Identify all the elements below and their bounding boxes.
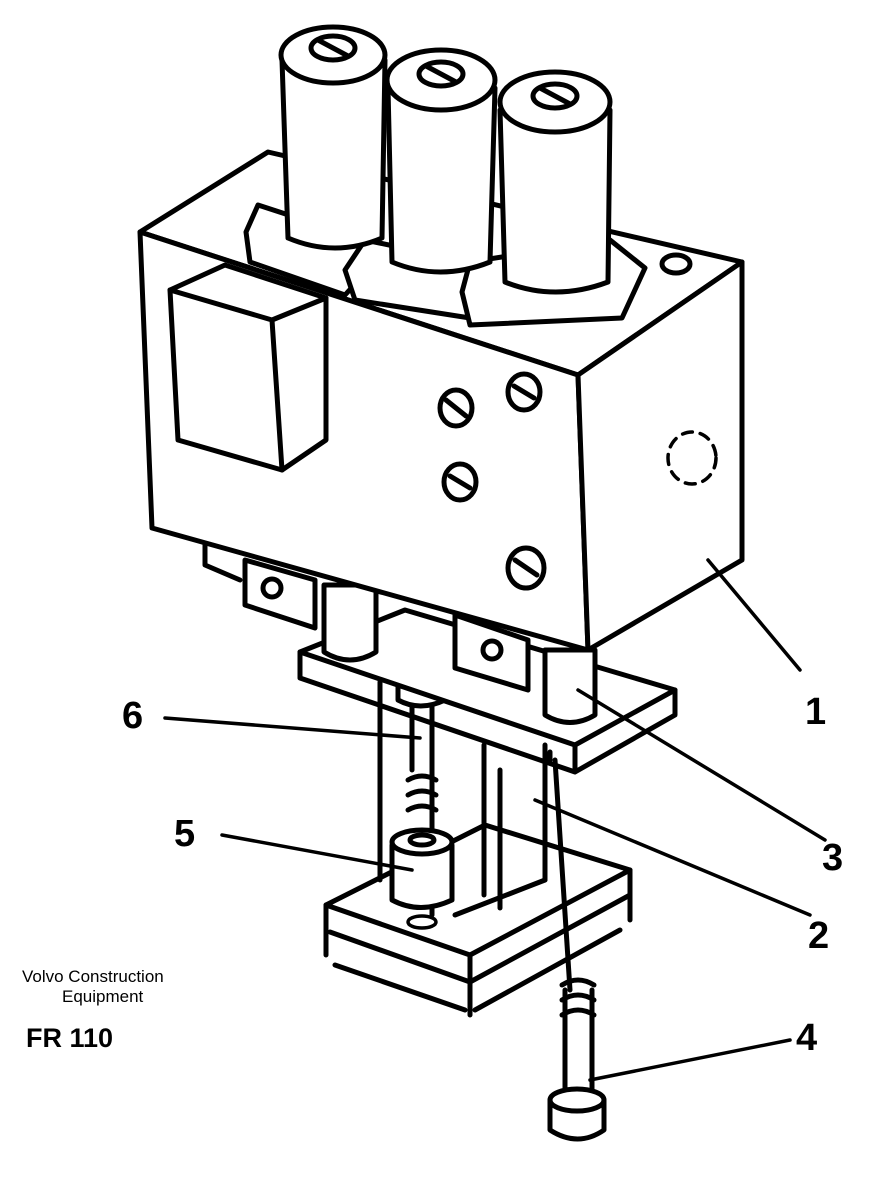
- callout-4: 4: [796, 1017, 817, 1059]
- model-code: FR 110: [26, 1023, 113, 1053]
- leader-lines: [163, 558, 827, 1082]
- guide-sleeve: [389, 827, 455, 930]
- callout-5: 5: [174, 813, 195, 855]
- brand-line-2: Equipment: [62, 987, 144, 1006]
- callout-3: 3: [822, 837, 843, 879]
- callout-labels: 1 2 3 4 5 6: [122, 691, 843, 1059]
- solenoid-coils: [243, 24, 648, 328]
- brand-line-1: Volvo Construction: [22, 967, 164, 986]
- callout-1: 1: [805, 691, 826, 733]
- caption-block: Volvo Construction Equipment FR 110: [22, 967, 164, 1053]
- lower-ports: [202, 537, 598, 725]
- bolt-4: [547, 757, 607, 1142]
- callout-2: 2: [808, 915, 829, 957]
- callout-6: 6: [122, 695, 143, 737]
- base-block: [323, 822, 633, 1018]
